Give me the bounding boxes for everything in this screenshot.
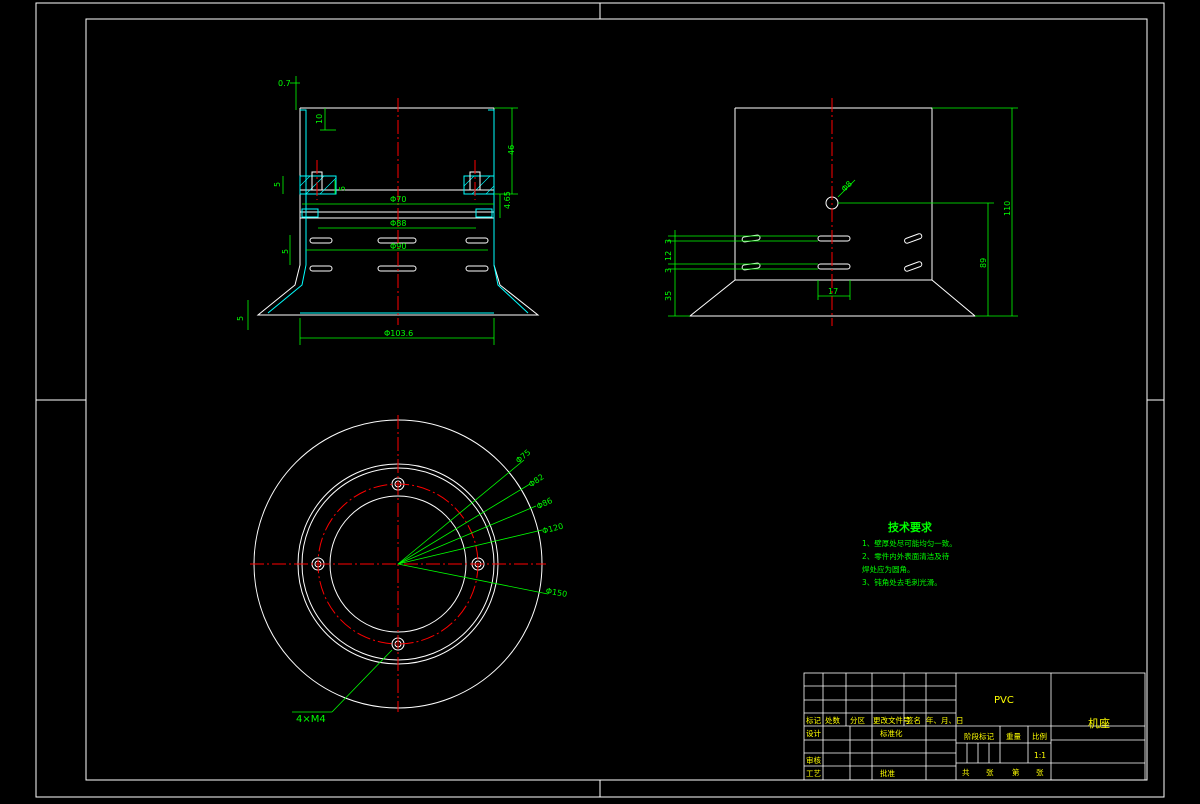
tb-h-sign: 签名 (906, 715, 921, 725)
dim-base-left: 5 (236, 316, 245, 321)
tb-stage-mark: 阶段标记 (964, 731, 994, 741)
dim-plan-d75: Φ75 (514, 448, 532, 465)
dim-d88: Φ88 (390, 219, 406, 228)
tb-sheet-no: 第 (1012, 767, 1020, 777)
title-block: 标记 处数 分区 更改文件号 签名 年、月、日 设计 标准化 审核 工艺 批准 … (803, 672, 1146, 781)
tb-standard: 标准化 (880, 728, 903, 738)
tb-h-docno: 更改文件号 (873, 715, 911, 725)
dim-ring-left: 5 (281, 249, 290, 254)
dim-side-hole-height: 89 (979, 258, 988, 268)
dim-top-offset: 0.7 (278, 79, 291, 88)
dim-d90: Φ90 (390, 242, 406, 251)
dim-plan-d150: Φ150 (545, 586, 568, 599)
technical-notes: 技术要求 1、壁厚处尽可能均匀一致。 2、零件内外表面清洁及待 焊处应为圆角。 … (862, 520, 957, 587)
plan-view: Φ75 Φ82 Φ86 Φ120 Φ150 4×M4 (250, 415, 568, 725)
tb-material: PVC (994, 695, 1014, 706)
tb-h-zone: 分区 (850, 716, 865, 725)
side-view: Φ8 110 89 12 3 3 35 17 (664, 98, 1018, 326)
tb-scale-label: 比例 (1032, 731, 1047, 741)
notes-line-1: 1、壁厚处尽可能均匀一致。 (862, 538, 957, 548)
dim-upper-height: 46 (507, 145, 516, 155)
front-section-view: 0.7 10 46 5 5 Φ70 Φ88 Φ90 5 4.65 5 Φ103.… (236, 76, 540, 345)
tb-h-mark: 标记 (806, 715, 821, 725)
dim-side-total-height: 110 (1003, 201, 1012, 216)
tb-sheets-total: 共 (962, 768, 970, 777)
tb-check: 审核 (806, 755, 821, 765)
dim-side-hole: Φ8 (840, 179, 854, 193)
tb-part-name: 机座 (1088, 716, 1110, 730)
tb-weight: 重量 (1006, 732, 1021, 741)
notes-title: 技术要求 (888, 520, 933, 534)
dim-d70: Φ70 (390, 195, 406, 204)
dim-flange-right: 4.65 (503, 191, 512, 209)
sheet-border (35, 2, 1165, 798)
dim-slot-len: 17 (828, 287, 838, 296)
dim-step: 5 (338, 186, 347, 191)
tb-design: 设计 (806, 728, 821, 738)
tb-h-count: 处数 (825, 715, 840, 725)
dim-slot-width: 3 (664, 239, 673, 244)
dim-slot-spacing: 12 (664, 251, 673, 261)
tb-h-date: 年、月、日 (926, 715, 964, 725)
dim-thread: 4×M4 (296, 714, 326, 725)
dim-plan-d120: Φ120 (541, 522, 564, 536)
dim-plan-d82: Φ82 (527, 472, 546, 489)
dim-slot-gap: 3 (664, 268, 673, 273)
tb-process: 工艺 (806, 769, 821, 778)
tb-sheet-word: 张 (1036, 768, 1044, 777)
notes-line-3: 3、钝角处去毛刺光滑。 (862, 577, 942, 587)
dim-bottom-dia: Φ103.6 (384, 329, 413, 338)
dim-plan-d86: Φ86 (535, 496, 554, 511)
tb-scale-value: 1:1 (1034, 751, 1046, 760)
dim-boss: 5 (273, 182, 282, 187)
notes-line-2b: 焊处应为圆角。 (862, 564, 915, 574)
tb-approve: 批准 (880, 768, 895, 778)
notes-line-2a: 2、零件内外表面清洁及待 (862, 551, 950, 561)
dim-rim: 10 (315, 114, 324, 124)
dim-side-base: 35 (664, 291, 673, 301)
tb-sheets-word: 张 (986, 768, 994, 777)
